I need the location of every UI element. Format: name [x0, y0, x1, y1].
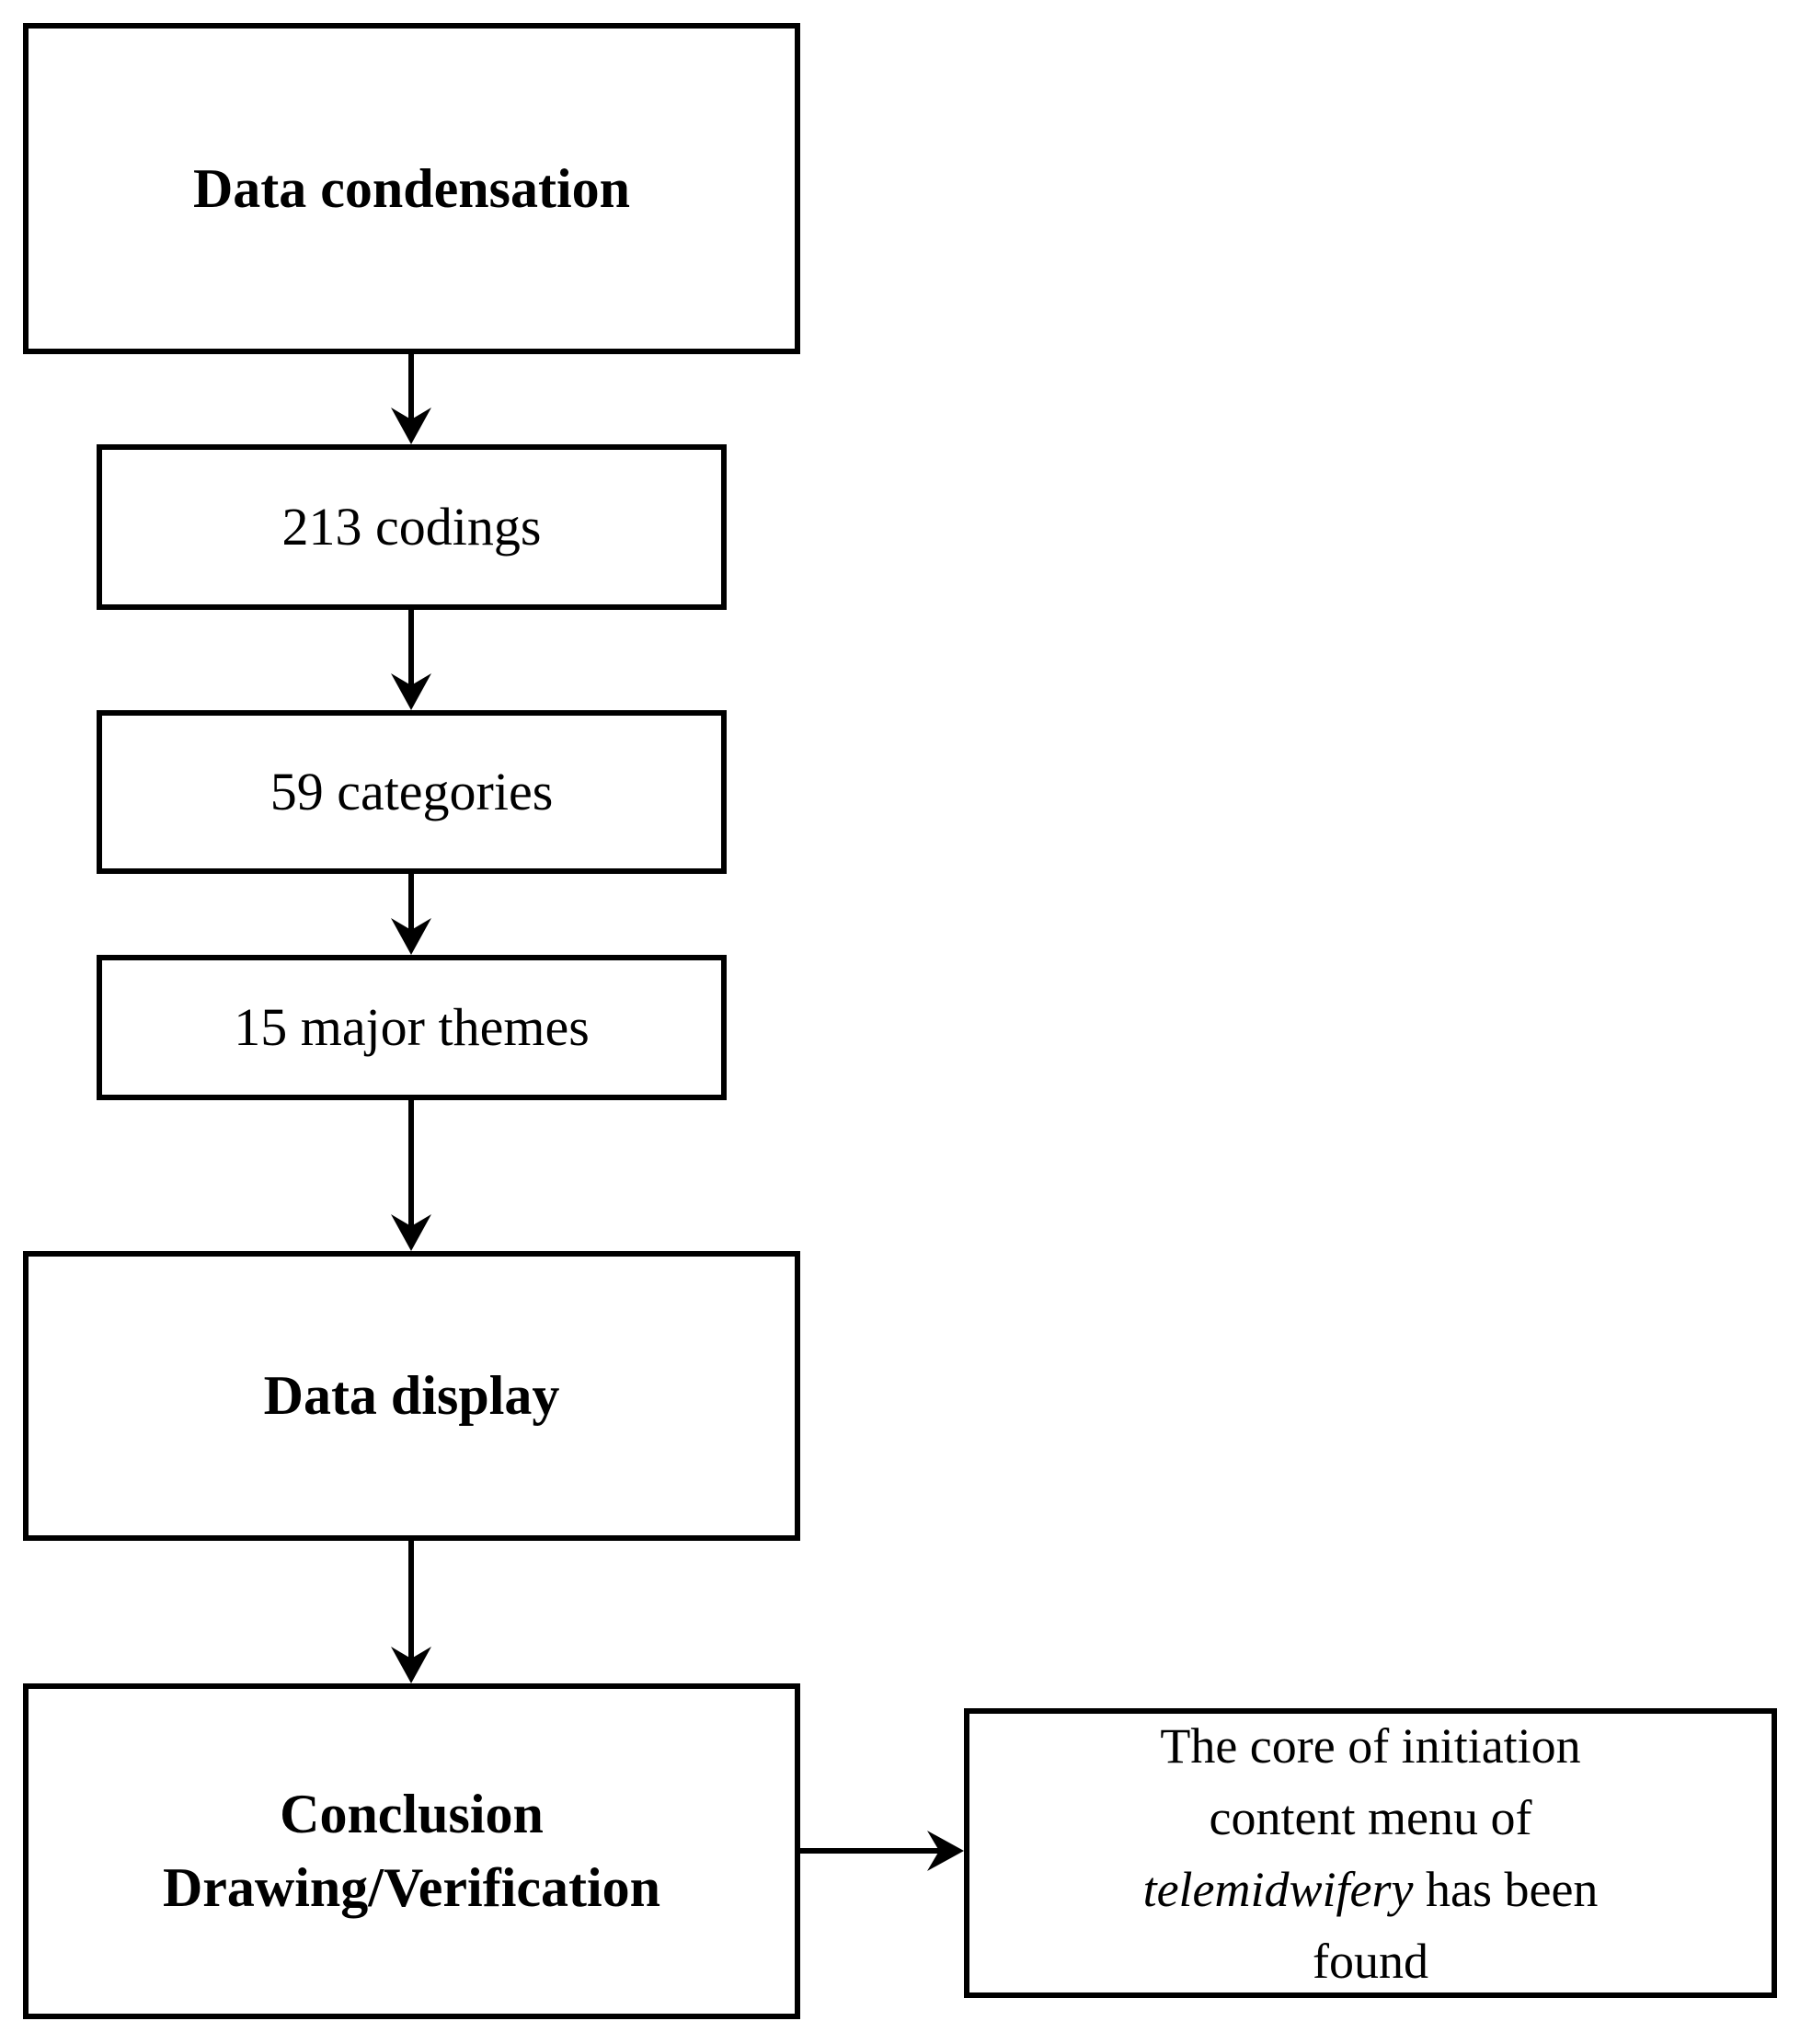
node-213-codings: 213 codings: [97, 444, 727, 610]
node-label-codings: 213 codings: [281, 496, 542, 557]
conclusion-line-1: Conclusion: [280, 1784, 544, 1845]
node-data-display: Data display: [23, 1251, 800, 1541]
arrowhead-down-icon: [391, 1647, 431, 1683]
arrowhead-down-icon: [391, 408, 431, 444]
node-15-major-themes: 15 major themes: [97, 955, 727, 1100]
result-line-3: telemidwifery has been: [1143, 1854, 1599, 1925]
result-line-3-rest: has been: [1413, 1861, 1599, 1917]
arrow-themes-to-display: [391, 1100, 431, 1251]
arrow-condensation-to-codings: [391, 354, 431, 444]
arrowhead-down-icon: [391, 1214, 431, 1251]
arrow-display-to-conclusion: [391, 1541, 431, 1683]
node-label-data-display: Data display: [263, 1365, 560, 1426]
node-result-statement: The core of initiation content menu of t…: [964, 1708, 1777, 1998]
node-label-major-themes: 15 major themes: [234, 996, 590, 1057]
arrowhead-down-icon: [391, 673, 431, 710]
node-label-result: The core of initiation content menu of t…: [1143, 1710, 1599, 1997]
result-line-4: found: [1313, 1933, 1428, 1989]
node-label-conclusion: Conclusion Drawing/Verification: [163, 1778, 660, 1923]
node-data-condensation: Data condensation: [23, 23, 800, 354]
arrowhead-right-icon: [927, 1831, 964, 1871]
result-line-3-italic-word: telemidwifery: [1142, 1861, 1414, 1917]
arrow-conclusion-to-result: [800, 1831, 964, 1871]
node-label-categories: 59 categories: [270, 761, 554, 821]
result-line-1: The core of initiation: [1160, 1717, 1581, 1774]
conclusion-line-2: Drawing/Verification: [162, 1856, 661, 1918]
node-label-data-condensation: Data condensation: [192, 157, 631, 219]
result-line-2: content menu of: [1209, 1789, 1532, 1845]
node-59-categories: 59 categories: [97, 710, 727, 874]
arrow-codings-to-categories: [391, 610, 431, 710]
arrow-categories-to-themes: [391, 874, 431, 955]
node-conclusion-drawing-verification: Conclusion Drawing/Verification: [23, 1683, 800, 2019]
arrowhead-down-icon: [391, 918, 431, 955]
